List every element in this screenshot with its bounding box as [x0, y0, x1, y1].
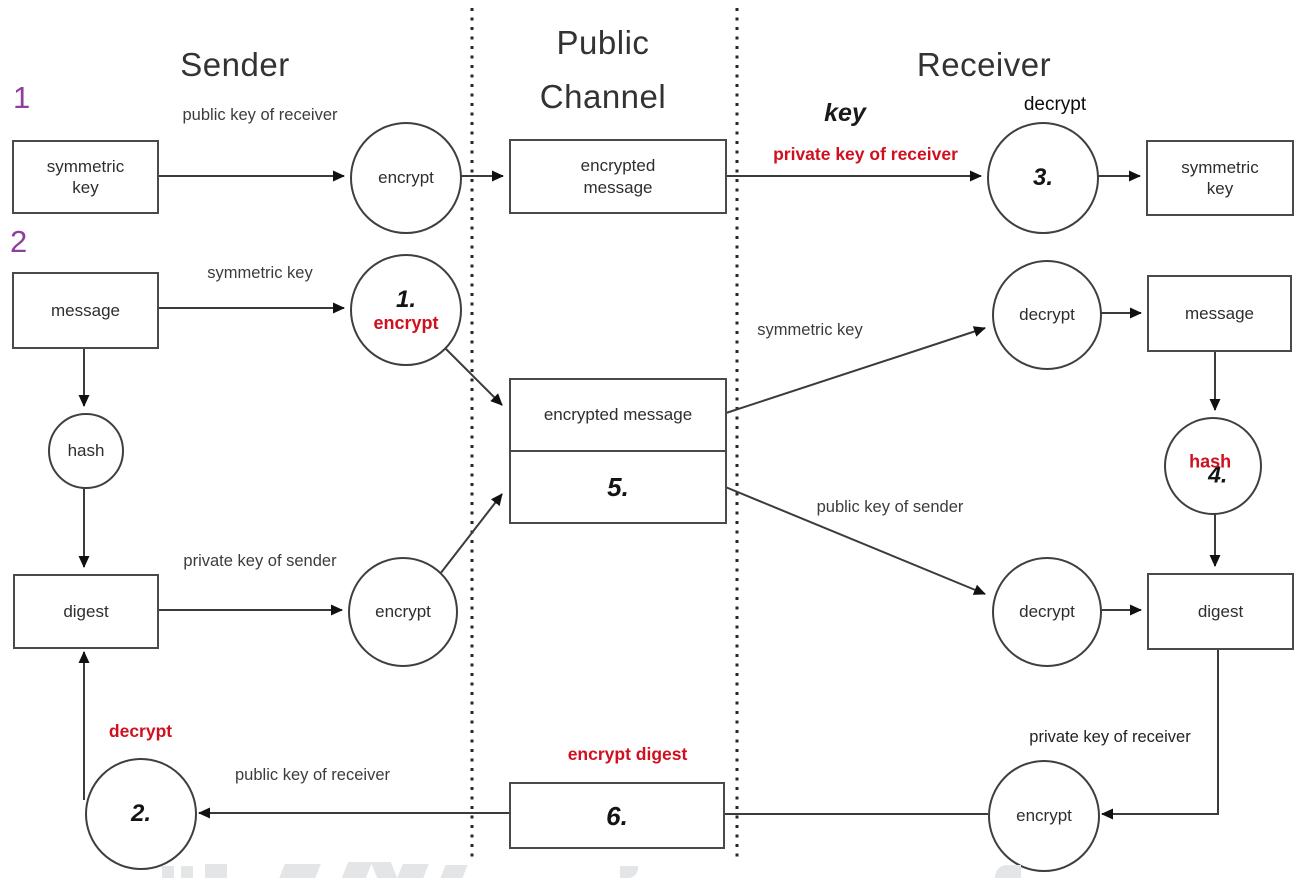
label-private-key-of-receiver-bottom: private key of receiver [1029, 728, 1191, 746]
box-digest-sender: digest [13, 574, 159, 649]
circle-hash-sender-label: hash [67, 441, 105, 460]
box-message-receiver: message [1147, 275, 1292, 352]
label-decrypt-red-bottom: decrypt [108, 721, 173, 741]
circle-step-3: 3. [987, 122, 1099, 234]
watermark-fragment [205, 864, 227, 878]
box-center-upper-label: encrypted message [543, 405, 693, 425]
arrow-center-to-decrypt-top [722, 326, 986, 415]
box-digest-sender-label: digest [63, 601, 109, 621]
circle-step-4-label: 4. [1208, 461, 1228, 488]
circle-hash-sender: hash [48, 413, 124, 489]
circle-decrypt-receiver-bottom-label: decrypt [1019, 602, 1075, 621]
watermark-fragment [181, 866, 193, 878]
label-private-key-of-sender: private key of sender [183, 552, 337, 570]
box-encrypted-message-top: encrypted message [509, 139, 727, 214]
circle-encrypt-top: encrypt [350, 122, 462, 234]
box-center-upper-cell: encrypted message [511, 380, 725, 450]
circle-step-1-label: 1. [395, 286, 416, 313]
circle-step-1-encrypt-note: encrypt [373, 313, 439, 333]
label-encrypt-digest-red: encrypt digest [567, 744, 688, 764]
box-encrypted-message-top-label: encrypted message [580, 156, 656, 197]
heading-public-channel: Public Channel [490, 16, 716, 124]
label-public-key-of-sender: public key of sender [816, 498, 964, 516]
label-public-key-of-receiver-top: public key of receiver [182, 106, 338, 124]
label-decrypt-note-top: decrypt [1023, 94, 1087, 115]
box-digest-receiver: digest [1147, 573, 1294, 650]
box-center-step-label: 5. [607, 472, 629, 502]
arrow-step1-to-center [442, 345, 503, 406]
box-symmetric-key-sender: symmetric key [12, 140, 159, 214]
label-public-key-of-receiver-bottom: public key of receiver [235, 766, 390, 784]
circle-step-4-hash-note: hash [1189, 451, 1232, 472]
circle-decrypt-receiver-bottom: decrypt [992, 557, 1102, 667]
marker-step-1: 1 [13, 80, 31, 115]
box-symmetric-key-receiver: symmetric key [1146, 140, 1294, 216]
box-symmetric-key-receiver-label: symmetric key [1181, 157, 1259, 198]
circle-step-2-label: 2. [130, 800, 151, 827]
watermark-fragment [370, 862, 398, 878]
box-center-lower-cell: 5. [511, 450, 725, 522]
watermark-fragment [440, 865, 468, 878]
box-message-receiver-label: message [1185, 303, 1254, 323]
circle-encrypt-sender-bottom-label: encrypt [375, 602, 431, 621]
box-step-6: 6. [509, 782, 725, 849]
box-message-sender-label: message [51, 300, 120, 320]
watermark-fragment [162, 866, 174, 878]
box-step-6-label: 6. [606, 800, 628, 831]
watermark-fragment [620, 866, 638, 878]
circle-decrypt-receiver-top: decrypt [992, 260, 1102, 370]
marker-step-2: 2 [10, 224, 28, 259]
label-private-key-of-receiver-red: private key of receiver [773, 144, 958, 164]
circle-step-2: 2. [85, 758, 197, 870]
label-symmetric-key-receiver: symmetric key [757, 321, 863, 339]
watermark-fragment [995, 865, 1021, 878]
circle-step-4-hash: 4. hash [1164, 417, 1262, 515]
circle-step-1: 1. encrypt [350, 254, 462, 366]
heading-receiver: Receiver [916, 46, 1052, 83]
circle-encrypt-sender-bottom: encrypt [348, 557, 458, 667]
box-center-encrypted-message: encrypted message 5. [509, 378, 727, 524]
heading-sender: Sender [180, 46, 290, 83]
label-key-note: key [824, 99, 866, 127]
watermark-fragment [279, 864, 321, 878]
heading-public-line1: Public [556, 24, 650, 61]
box-message-sender: message [12, 272, 159, 349]
circle-encrypt-receiver-bottom: encrypt [988, 760, 1100, 872]
circle-decrypt-receiver-top-label: decrypt [1019, 305, 1075, 324]
circle-encrypt-receiver-bottom-label: encrypt [1016, 806, 1072, 825]
label-symmetric-key-sender: symmetric key [207, 264, 313, 282]
box-symmetric-key-sender-label: symmetric key [46, 156, 125, 197]
circle-step-3-label: 3. [1032, 164, 1053, 191]
heading-public-line2: Channel [539, 78, 667, 115]
box-digest-receiver-label: digest [1197, 601, 1244, 621]
watermark-fragment [341, 862, 373, 878]
watermark-fragment [397, 864, 429, 878]
arrow-encrypt-to-center [439, 493, 503, 575]
circle-encrypt-top-label: encrypt [378, 168, 434, 187]
